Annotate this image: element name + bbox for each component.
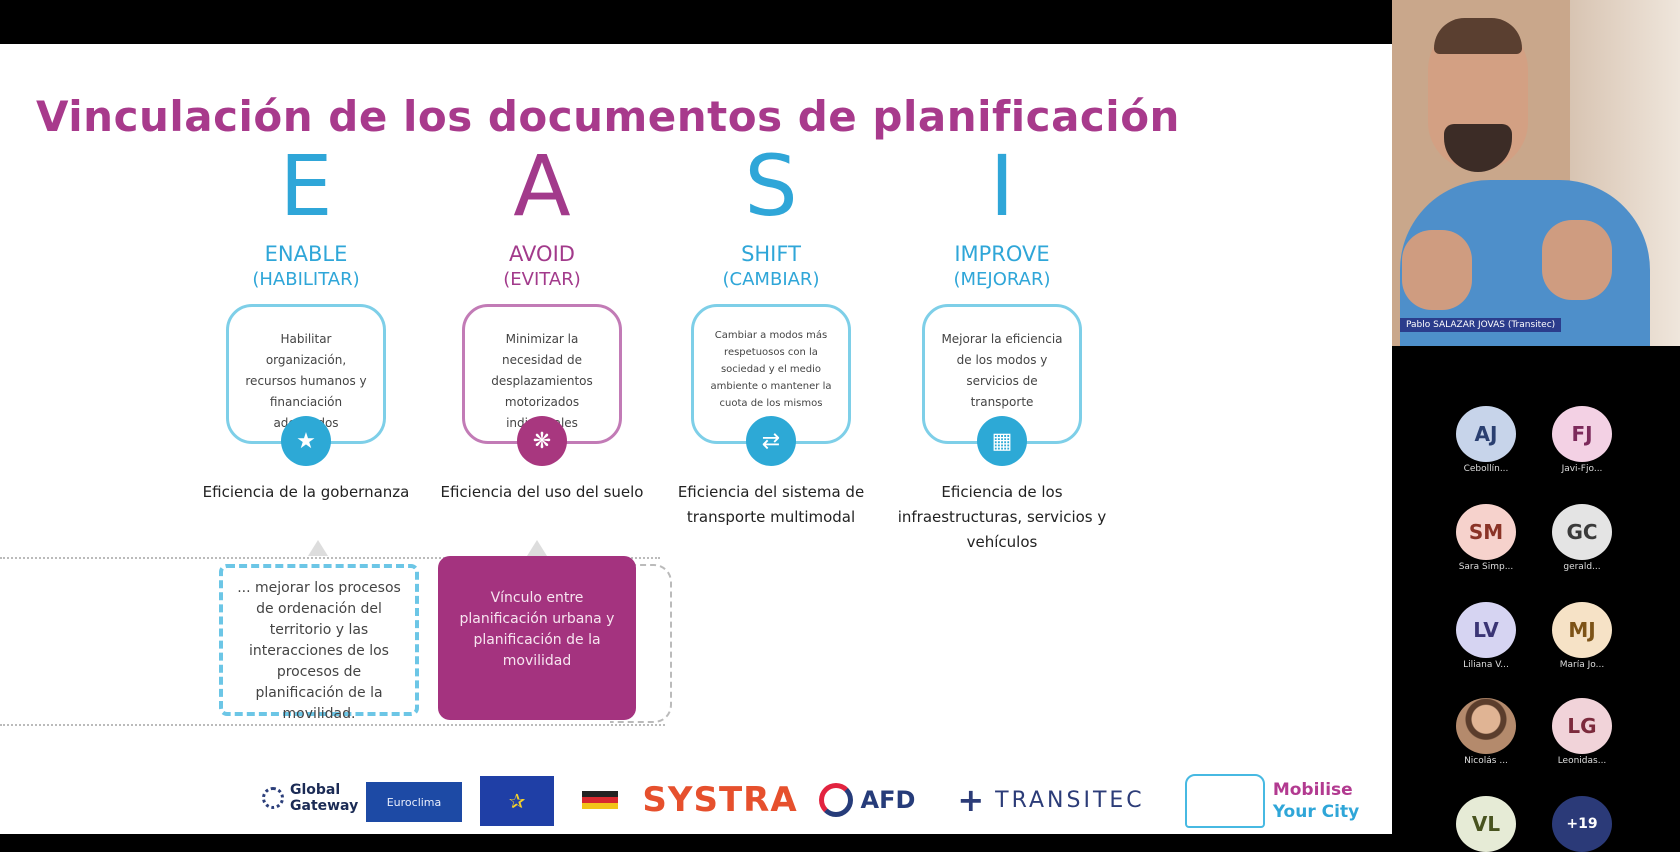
- avatar: GC: [1552, 504, 1612, 560]
- avatar: MJ: [1552, 602, 1612, 658]
- myc-line2: Your City: [1272, 802, 1360, 822]
- column-name: SHIFT: [741, 242, 801, 266]
- participant-tile[interactable]: LV Liliana V...: [1446, 602, 1526, 670]
- speaker-hand: [1402, 230, 1472, 310]
- land-use-icon: ❋: [517, 416, 567, 466]
- avatar-photo: [1456, 698, 1516, 754]
- partner-logos: Global Gateway Euroclima ✰ SYSTRA AFD + …: [262, 772, 1362, 832]
- speaker-video[interactable]: Pablo SALAZAR JOVAS (Transitec): [1392, 0, 1680, 346]
- myc-line1: Mobilise: [1272, 780, 1353, 800]
- arrow-up-icon: [527, 540, 547, 556]
- plus-icon: +: [957, 781, 988, 819]
- afd-logo: AFD: [812, 778, 922, 822]
- speaker-hand: [1542, 220, 1612, 300]
- participant-tile[interactable]: VL: [1446, 796, 1526, 852]
- dotted-divider: [0, 557, 660, 559]
- avatar: VL: [1456, 796, 1516, 852]
- mobilise-your-city-logo: Mobilise Your City: [1182, 772, 1362, 830]
- avatar: FJ: [1552, 406, 1612, 462]
- participant-tile[interactable]: LG Leonidas...: [1542, 698, 1622, 766]
- column-efficiency: Eficiencia de los infraestructuras, serv…: [897, 483, 1107, 551]
- participant-tile[interactable]: Nicolás ...: [1446, 698, 1526, 766]
- myc-name: Mobilise Your City: [1273, 779, 1359, 823]
- column-subtitle: (HABILITAR): [252, 269, 360, 290]
- column-efficiency: Eficiencia de la gobernanza: [202, 483, 410, 501]
- column-efficiency: Eficiencia del uso del suelo: [440, 483, 644, 501]
- participant-name: gerald...: [1563, 562, 1601, 572]
- column-shift: S SHIFT (CAMBIAR) Cambiar a modos más re…: [661, 144, 881, 530]
- participant-tile[interactable]: AJ Cebollín...: [1446, 406, 1526, 474]
- governance-icon: ★: [281, 416, 331, 466]
- global-gateway-logo: Global Gateway: [262, 776, 359, 820]
- column-letter: E: [279, 137, 333, 235]
- column-avoid: A AVOID (EVITAR) Minimizar la necesidad …: [432, 144, 652, 505]
- column-subtitle: (CAMBIAR): [722, 269, 820, 290]
- vehicle-icon: ▦: [977, 416, 1027, 466]
- transitec-logo: + TRANSITEC: [946, 780, 1156, 820]
- participant-name: Cebollín...: [1463, 464, 1509, 474]
- slide-title: Vinculación de los documentos de planifi…: [36, 92, 1180, 141]
- column-name: AVOID: [509, 242, 575, 266]
- participant-name: Leonidas...: [1557, 756, 1607, 766]
- column-letter: A: [513, 137, 571, 235]
- speaker-name-tag: Pablo SALAZAR JOVAS (Transitec): [1400, 318, 1562, 332]
- meeting-top-bar: [0, 0, 1392, 44]
- more-participants-button[interactable]: +19: [1542, 796, 1622, 852]
- more-participants-count: +19: [1552, 796, 1612, 852]
- shared-slide: Vinculación de los documentos de planifi…: [0, 44, 1392, 834]
- participant-tile[interactable]: MJ María Jo...: [1542, 602, 1622, 670]
- column-name: ENABLE: [264, 242, 348, 266]
- avatar: SM: [1456, 504, 1516, 560]
- process-improvement-box: ... mejorar los procesos de ordenación d…: [219, 564, 419, 722]
- systra-logo: SYSTRA: [642, 780, 798, 820]
- transport-modes-icon: ⇄: [746, 416, 796, 466]
- dotted-divider: [0, 724, 665, 726]
- german-flag-icon: [582, 784, 618, 816]
- eu-flag-icon: ✰: [480, 776, 554, 826]
- global-gateway-label: Global Gateway: [290, 782, 359, 814]
- transitec-label: TRANSITEC: [995, 787, 1145, 813]
- ring-icon: [262, 787, 284, 809]
- avatar: LV: [1456, 602, 1516, 658]
- column-card: Minimizar la necesidad de desplazamiento…: [462, 304, 622, 444]
- participant-tile[interactable]: GC gerald...: [1542, 504, 1622, 572]
- column-enable: E ENABLE (HABILITAR) Habilitar organizac…: [196, 144, 416, 505]
- speaker-hair: [1434, 18, 1522, 54]
- euroclima-logo: Euroclima: [366, 782, 462, 822]
- participant-name: María Jo...: [1559, 660, 1605, 670]
- afd-ring-icon: [818, 783, 853, 817]
- planning-link-box: Vínculo entre planificación urbana y pla…: [438, 556, 636, 720]
- column-subtitle: (EVITAR): [503, 269, 581, 290]
- column-improve: I IMPROVE (MEJORAR) Mejorar la eficienci…: [892, 144, 1112, 555]
- column-subtitle: (MEJORAR): [953, 269, 1051, 290]
- avatar: AJ: [1456, 406, 1516, 462]
- afd-label: AFD: [860, 786, 916, 814]
- dashed-bracket: [610, 564, 672, 723]
- city-icon: [1184, 774, 1265, 828]
- participant-name: Sara Simp...: [1458, 562, 1514, 572]
- column-letter: I: [989, 137, 1015, 235]
- participant-name: Javi-Fjo...: [1561, 464, 1603, 474]
- participant-name: Nicolás ...: [1464, 756, 1508, 766]
- column-efficiency: Eficiencia del sistema de transporte mul…: [677, 483, 865, 526]
- avatar: LG: [1552, 698, 1612, 754]
- column-letter: S: [744, 137, 798, 235]
- participant-tile[interactable]: SM Sara Simp...: [1446, 504, 1526, 572]
- column-name: IMPROVE: [954, 242, 1050, 266]
- arrow-up-icon: [308, 540, 328, 556]
- participant-name: Liliana V...: [1463, 660, 1509, 670]
- participant-tile[interactable]: FJ Javi-Fjo...: [1542, 406, 1622, 474]
